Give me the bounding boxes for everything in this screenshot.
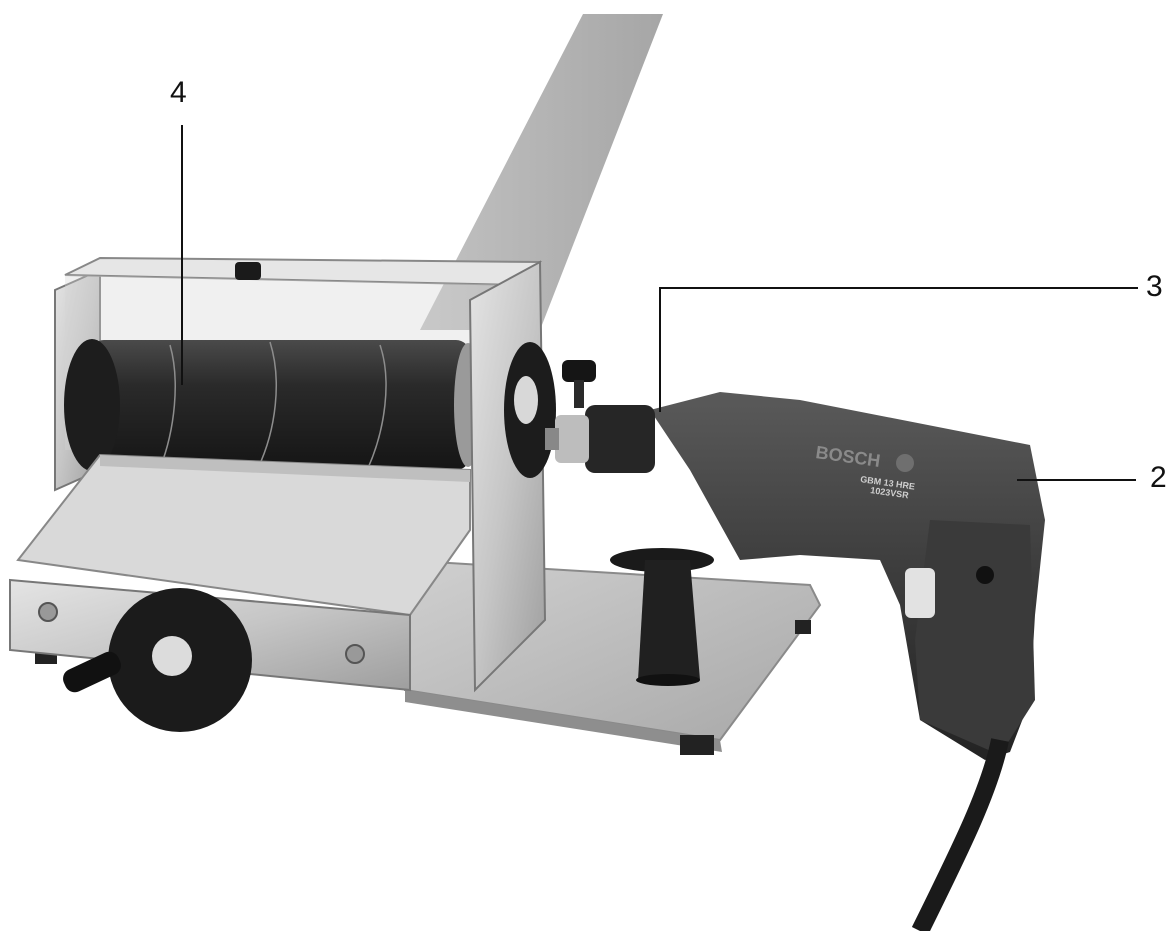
drill-support-post xyxy=(638,560,700,680)
handwheel-grip xyxy=(63,651,121,693)
feed-table xyxy=(16,453,471,617)
paper-strip xyxy=(420,14,663,330)
callout-label-4: 4 xyxy=(170,76,187,109)
callout-3-leader xyxy=(659,287,1138,412)
sanding-drum xyxy=(90,340,470,470)
tension-knob xyxy=(562,360,596,382)
drum-seams xyxy=(159,341,387,469)
drill-handle xyxy=(915,520,1035,755)
callout-label-3: 3 xyxy=(1146,270,1163,303)
power-cord xyxy=(911,738,1009,931)
base-plate xyxy=(398,558,822,742)
drill-chuck xyxy=(585,405,655,473)
callout-label-2: 2 xyxy=(1150,461,1167,494)
foot xyxy=(795,620,811,634)
foot xyxy=(680,735,714,755)
top-knob xyxy=(235,262,261,280)
drill-trigger xyxy=(905,568,935,618)
